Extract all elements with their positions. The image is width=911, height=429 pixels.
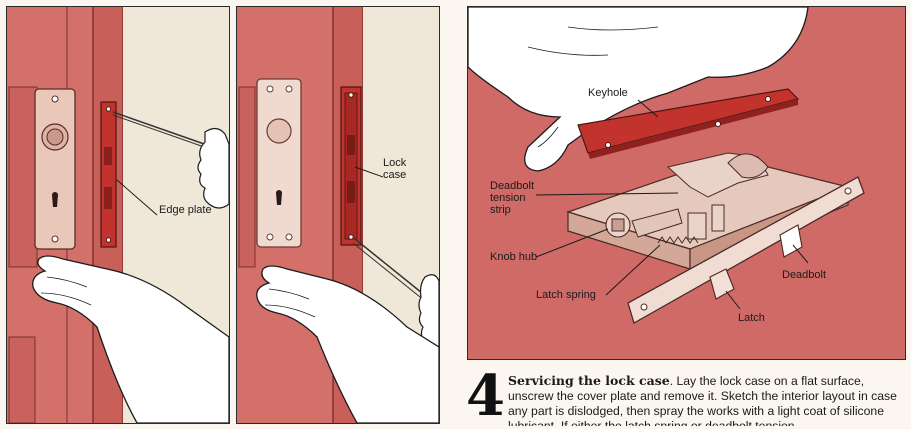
edge-plate-icon — [100, 101, 117, 248]
lock-case-icon — [340, 86, 362, 246]
hand-icon — [197, 127, 229, 209]
screwdriver-icon — [112, 111, 208, 149]
latch-spring-part — [657, 236, 699, 244]
door-panel — [8, 86, 38, 268]
cover-plate-icon — [256, 78, 302, 248]
cover-plate-icon — [34, 88, 76, 250]
panel-2-illustration — [237, 7, 439, 423]
label-deadbolt: Deadbolt — [782, 269, 827, 281]
panel-3-illustration — [468, 7, 905, 359]
latch-part — [709, 268, 735, 300]
step-title: Servicing the lock case — [508, 373, 670, 388]
label-edge-plate: Edge plate — [159, 204, 212, 216]
label-deadbolt-tension-strip: Deadbolt tension strip — [490, 180, 535, 216]
hand-icon — [256, 265, 439, 423]
cover-plate-icon — [577, 88, 800, 159]
label-latch: Latch — [738, 312, 765, 324]
label-lock-case: Lock case — [383, 157, 407, 181]
hand-icon — [468, 7, 809, 172]
panel-1-illustration — [7, 7, 229, 423]
panel-remove-lock-case: Lock case — [236, 6, 440, 424]
hand-icon — [32, 255, 229, 423]
screwdriver-icon — [352, 238, 428, 302]
step-text: . Lay the lock case on a flat surface, u… — [508, 374, 897, 426]
step-number: 4 — [466, 363, 505, 429]
door-panel-lower — [8, 336, 36, 423]
label-latch-spring: Latch spring — [536, 289, 596, 301]
label-keyhole: Keyhole — [588, 87, 628, 99]
panel-servicing-lock-case: Keyhole Deadbolt tension strip Knob hub … — [467, 6, 906, 360]
hand-icon — [418, 274, 439, 349]
step-caption: Servicing the lock case. Lay the lock ca… — [508, 373, 908, 426]
label-knob-hub: Knob hub — [490, 251, 538, 263]
panel-remove-edge-plate: Edge plate — [6, 6, 230, 424]
